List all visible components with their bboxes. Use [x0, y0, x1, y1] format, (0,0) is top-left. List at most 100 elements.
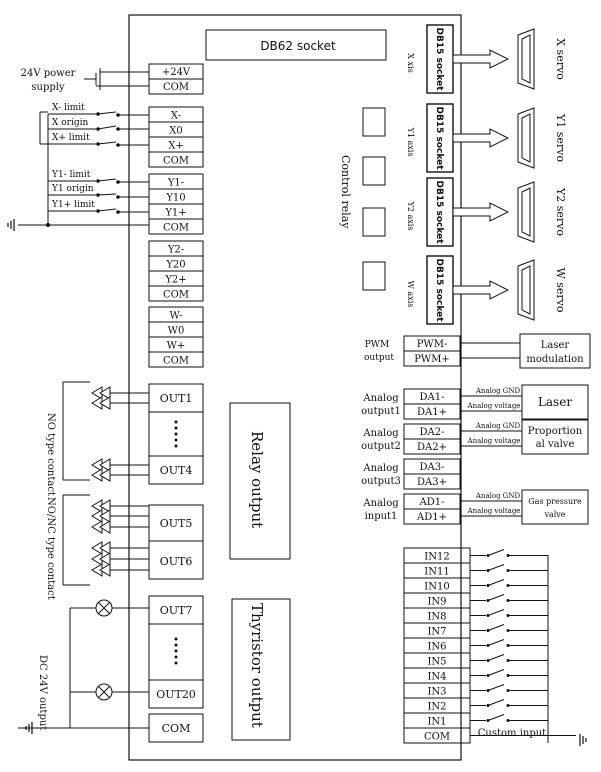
- y2-term-2: Y2+: [164, 275, 186, 286]
- servo-connector-icon: [517, 107, 535, 169]
- db62-title: DB62 socket: [260, 39, 336, 53]
- x-term-2: X+: [168, 141, 184, 152]
- x-term-1: X0: [169, 126, 182, 137]
- input-term-4: IN8: [427, 612, 446, 623]
- thyristor-output-block: OUT7 OUT20 COM Thyristor output DC 24V o…: [18, 595, 291, 743]
- servo-connector-icon: [517, 259, 535, 321]
- relay-output-label: Relay output: [248, 431, 266, 528]
- pwm-label-1: PWM: [365, 340, 390, 350]
- pwm-block: PWM- PWM+ PWM output Laser modulation: [364, 333, 591, 369]
- pwm-minus: PWM-: [417, 339, 448, 350]
- analog-term-plus-0: DA1+: [417, 407, 447, 418]
- pwm-label-2: output: [364, 353, 394, 363]
- control-relay-label: Control relay: [339, 155, 352, 229]
- thyristor-com: COM: [162, 722, 191, 735]
- w-term-1: W0: [168, 326, 185, 337]
- input-term-10: IN2: [427, 702, 446, 713]
- input-term-11: IN1: [427, 717, 446, 728]
- analog-term-plus-3: AD1+: [416, 512, 447, 523]
- y1_limits-label-0: Y1- limit: [51, 170, 91, 180]
- analog-gnd-0: Analog GND: [475, 387, 521, 395]
- power-term-24v: +24V: [162, 67, 191, 78]
- analog-label1-1: Analog: [362, 428, 399, 439]
- x_limits-label-1: X origin: [52, 118, 89, 128]
- analog-label1-3: Analog: [362, 498, 399, 509]
- analog-term-minus-0: DA1-: [420, 392, 445, 403]
- relay-output-block: OUT1 OUT4 OUT5 OUT6 Relay output NO type…: [45, 381, 291, 600]
- servo-label-2: Y2 servo: [554, 187, 567, 236]
- y2-term-0: Y2-: [167, 245, 184, 256]
- analog-label1-2: Analog: [362, 463, 399, 474]
- analog-gnd-1: Analog GND: [475, 422, 521, 430]
- analog-label2-3: input1: [365, 511, 398, 522]
- analog-device1-0: Laser: [538, 395, 572, 409]
- power-term-com: COM: [163, 82, 189, 93]
- ellipsis-dots: [174, 420, 178, 448]
- x-term-0: X-: [171, 111, 181, 122]
- w-term-0: W-: [170, 311, 183, 322]
- y1-term-3: COM: [163, 223, 189, 234]
- analog-term-plus-1: DA2+: [417, 442, 447, 453]
- custom-input-block: IN12IN11IN10IN9IN8IN7IN6IN5IN4IN3IN2IN1C…: [403, 547, 576, 744]
- db62-header-box: [205, 29, 387, 61]
- arrow-right-icon: [452, 202, 510, 222]
- analog-volt-0: Analog voltage: [467, 402, 521, 410]
- relay-out5: OUT5: [160, 517, 193, 530]
- nonc-type-label: NO/NC type contact: [45, 497, 56, 600]
- ellipsis-dots: [174, 637, 178, 665]
- analog-volt-1: Analog voltage: [467, 437, 521, 445]
- servo-label-1: Y1 servo: [554, 113, 567, 162]
- y1-term-0: Y1-: [167, 178, 184, 189]
- thyristor-out20: OUT20: [156, 688, 196, 701]
- ground-icon: [579, 733, 587, 747]
- arrow-right-icon: [452, 280, 510, 300]
- analog-gnd-3: Analog GND: [475, 492, 521, 500]
- analog-label2-1: output2: [361, 441, 401, 452]
- analog-term-minus-3: AD1-: [419, 497, 445, 508]
- ground-icon: [7, 218, 149, 232]
- db15-socket-label: DB15 socket: [434, 106, 444, 170]
- db15-socket-label: DB15 socket: [434, 180, 444, 244]
- no-type-label: NO type contact: [45, 413, 56, 496]
- input-term-5: IN7: [427, 627, 446, 638]
- input-term-1: IN11: [424, 567, 449, 578]
- x-axis-block: X- X0X+ COM: [148, 106, 204, 168]
- input-term-3: IN9: [427, 597, 446, 608]
- x-term-3: COM: [163, 156, 189, 167]
- w-axis-block: W-W0W+COM: [148, 306, 204, 368]
- servo-connector-icon: [517, 181, 535, 243]
- servo-label-3: W servo: [554, 267, 567, 312]
- relay-out6: OUT6: [160, 555, 193, 568]
- axis-label-3: W axis: [406, 281, 415, 308]
- analog-term-plus-2: DA3+: [417, 477, 447, 488]
- power-label-1: 24V power: [21, 68, 76, 79]
- analog-device1-3: Gas pressure: [528, 497, 582, 506]
- thyristor-output-label: Thyristor output: [248, 603, 266, 728]
- x_limits-label-2: X+ limit: [52, 133, 90, 143]
- arrow-right-icon: [452, 49, 510, 69]
- servo-label-0: X servo: [554, 38, 567, 80]
- input-term-7: IN5: [427, 657, 446, 668]
- y1-term-2: Y1+: [164, 208, 186, 219]
- y2-term-3: COM: [163, 290, 189, 301]
- input-term-0: IN12: [424, 552, 449, 563]
- axis-label-1: Y1 axis: [406, 127, 415, 157]
- db15-socket-label: DB15 socket: [434, 258, 444, 322]
- relay-out4: OUT4: [160, 464, 193, 477]
- y2-term-1: Y20: [165, 260, 185, 271]
- analog-label1-0: Analog: [362, 393, 399, 404]
- controller-board: [128, 14, 462, 761]
- analog-term-minus-2: DA3-: [420, 462, 445, 473]
- analog-device2-3: valve: [543, 510, 565, 519]
- servo-connector-icon: [517, 28, 535, 90]
- analog-label2-0: output1: [361, 406, 401, 417]
- custom-input-label: Custom input: [478, 728, 546, 739]
- axis-label-2: Y2 axis: [406, 201, 415, 231]
- y1_limits-label-1: Y1 origin: [51, 184, 94, 194]
- pwm-plus: PWM+: [414, 354, 450, 365]
- input-term-8: IN4: [427, 672, 446, 683]
- input-term-9: IN3: [427, 687, 446, 698]
